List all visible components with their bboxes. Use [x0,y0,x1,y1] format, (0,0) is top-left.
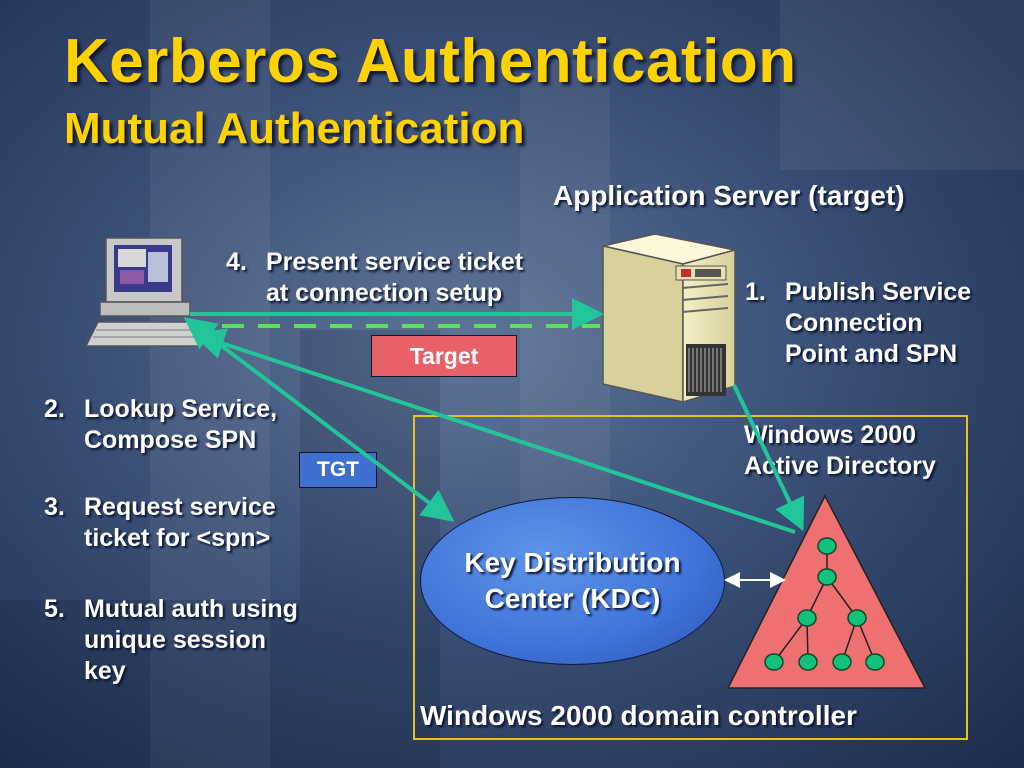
step-5-line-1: Mutual auth using [84,595,298,623]
tree-hierarchy-icon [726,494,927,689]
step-1-number: 1. [745,278,766,306]
kdc-ellipse: Key Distribution Center (KDC) [420,497,725,665]
arrow-client-to-kdc [183,317,455,522]
step-4-number: 4. [226,248,247,276]
domain-controller-frame [413,415,968,740]
slide-subtitle: Mutual Authentication [64,104,525,153]
arrow-server-to-directory [732,384,805,532]
domain-controller-label: Windows 2000 domain controller [420,700,857,731]
active-directory-line-1: Windows 2000 [744,421,917,449]
step-3-number: 3. [44,493,65,521]
step-5-number: 5. [44,595,65,623]
step-4-text: 4. Present service ticket at connection s… [226,247,566,309]
step-5-text: 5. Mutual auth using unique session key [44,594,344,687]
step-4-line-2: at connection setup [266,279,503,307]
step-5-line-3: key [84,657,126,685]
bg-block [0,600,300,768]
slide-title: Kerberos Authentication [64,27,797,96]
step-1-line-1: Publish Service [785,278,972,306]
active-directory-label: Windows 2000 Active Directory [744,420,974,482]
step-3-line-2: ticket for <spn> [84,524,271,552]
step-2-number: 2. [44,395,65,423]
tower-server-icon [602,233,736,404]
step-1-line-3: Point and SPN [785,340,958,368]
step-5-line-2: unique session [84,626,266,654]
kdc-label-line-2: Center (KDC) [484,583,661,614]
app-server-label: Application Server (target) [553,180,905,211]
desktop-computer-icon [84,237,202,347]
connector-arrows [183,298,805,588]
step-4-line-1: Present service ticket [266,248,524,276]
bg-block [780,0,1024,170]
kdc-label-line-1: Key Distribution [464,547,681,578]
step-1-text: 1. Publish Service Connection Point and S… [745,277,1015,370]
step-1-line-2: Connection [785,309,923,337]
arrow-client-to-directory [192,328,796,534]
